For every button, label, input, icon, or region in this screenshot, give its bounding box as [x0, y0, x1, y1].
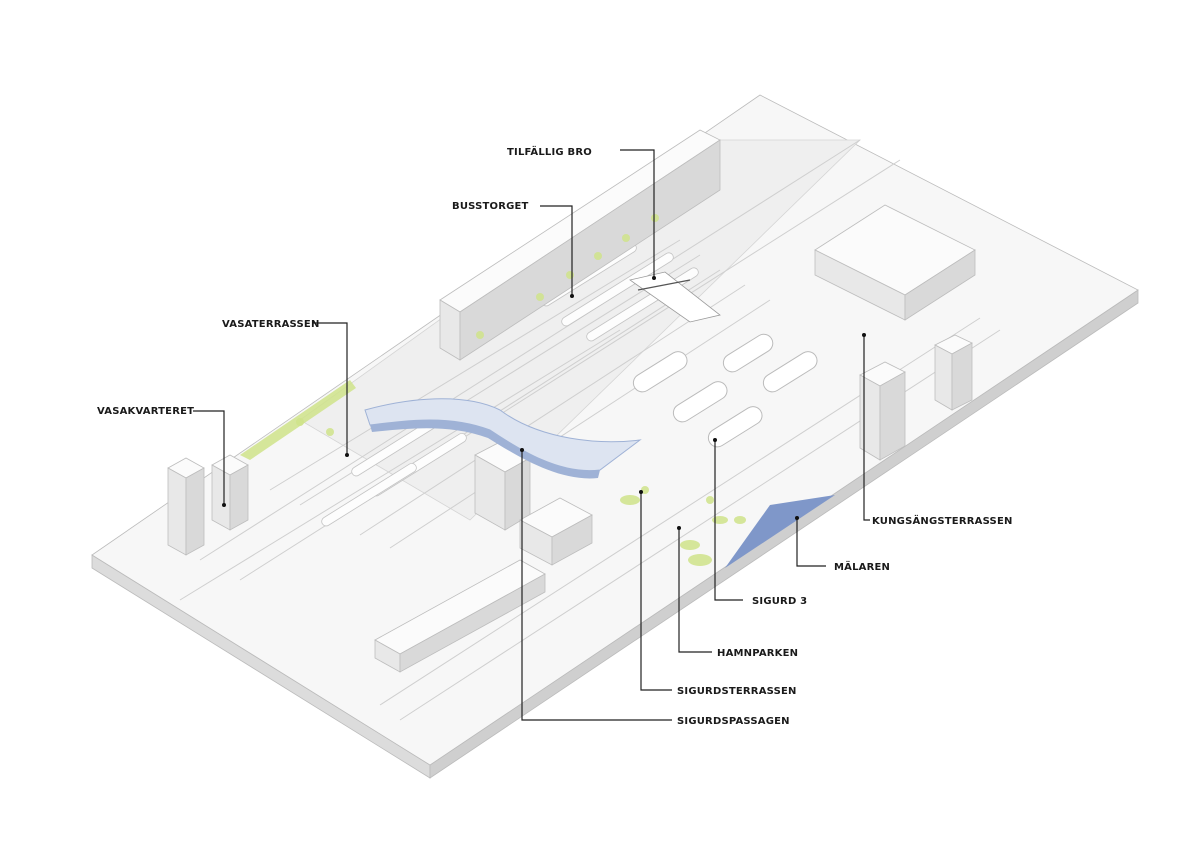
- annotation-sigurdspassagen: SIGURDSPASSAGEN: [520, 448, 790, 727]
- label-kungsangsterrassen: KUNGSÄNGSTERRASSEN: [872, 513, 1013, 527]
- annotation-sigurdsterrassen: SIGURDSTERRASSEN: [639, 490, 797, 697]
- annotation-hamnparken: HAMNPARKEN: [677, 526, 798, 659]
- green-areas: [240, 214, 746, 566]
- annotation-vasakvarteret: VASAKVARTERET: [97, 406, 226, 507]
- temporary-bridge: [629, 271, 721, 323]
- station-roof: [364, 398, 642, 479]
- annotation-busstorget: BUSSTORGET: [452, 201, 574, 298]
- annotation-tillfallig-bro: TILFÄLLIG BRO: [507, 144, 656, 280]
- label-sigurdspassagen: SIGURDSPASSAGEN: [677, 716, 790, 727]
- label-hamnparken: HAMNPARKEN: [717, 648, 798, 659]
- malaren-water: [725, 495, 835, 568]
- label-busstorget: BUSSTORGET: [452, 201, 529, 212]
- buildings: [167, 129, 976, 673]
- label-tillfallig-bro: TILFÄLLIG BRO: [507, 144, 592, 158]
- label-sigurd3: SIGURD 3: [752, 596, 807, 607]
- label-sigurdsterrassen: SIGURDSTERRASSEN: [677, 686, 797, 697]
- label-vasaterrassen: VASATERRASSEN: [222, 319, 320, 330]
- label-malaren: MÄLAREN: [834, 559, 890, 573]
- annotation-vasaterrassen: VASATERRASSEN: [222, 319, 349, 457]
- annotation-malaren: MÄLAREN: [795, 516, 890, 573]
- annotation-kungsangsterrassen: KUNGSÄNGSTERRASSEN: [862, 333, 1013, 527]
- annotation-sigurd3: SIGURD 3: [713, 438, 807, 607]
- label-vasakvarteret: VASAKVARTERET: [97, 406, 194, 417]
